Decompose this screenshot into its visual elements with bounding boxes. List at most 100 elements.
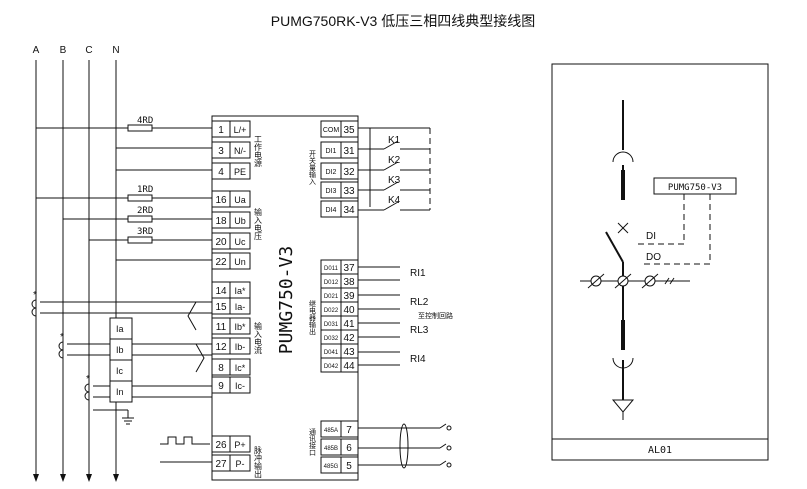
do-terminal-label: D031	[324, 322, 339, 328]
di-terminal-num-cell	[340, 200, 359, 218]
left-terminal-num: 8	[218, 363, 224, 374]
fuse-label-1rd: 1RD	[137, 185, 153, 195]
left-terminal-label-cell	[229, 211, 251, 229]
do-terminal-num: 43	[343, 347, 355, 358]
left-group-label: 输入电流	[254, 321, 263, 355]
key-k2: K2	[388, 155, 401, 166]
di-switches: K1 K2 K3 K4	[358, 127, 431, 211]
left-terminal-label-cell	[229, 358, 251, 376]
phase-label-a: A	[33, 45, 40, 56]
left-terminal-num: 4	[218, 167, 224, 178]
left-terminal-num: 11	[216, 322, 227, 333]
comm-lines	[358, 423, 452, 469]
comm-terminal-label: 485A	[324, 428, 338, 434]
left-terminal-label: PE	[234, 167, 246, 177]
comm-terminal-num-cell	[340, 438, 359, 456]
relay-label-1: RI1	[410, 268, 426, 279]
comm-terminal-num: 5	[346, 461, 352, 472]
comm-group-label: 通讯接口	[309, 427, 317, 456]
left-terminal-num: 22	[215, 257, 227, 268]
di-terminal-label: DI4	[326, 207, 337, 214]
do-terminal-label: D042	[324, 364, 339, 370]
left-terminal-label-cell	[229, 190, 251, 208]
do-terminal-label: D041	[324, 350, 339, 356]
ct-label-ib: Ib	[116, 345, 124, 355]
di-terminal-num: 31	[343, 146, 355, 157]
di-terminal-num: 35	[343, 125, 355, 136]
left-terminal-label: Ua	[234, 195, 246, 205]
left-terminal-num: 3	[218, 146, 224, 157]
left-terminal-label: Ic-	[235, 381, 245, 391]
panel-di: DI	[646, 231, 656, 242]
left-terminal-label: Ib-	[235, 342, 246, 352]
relay-lines: RI1 RL2 至控制回路 RL3 RI4	[358, 266, 453, 366]
left-terminal-num: 16	[215, 195, 227, 206]
svg-text:*: *	[60, 332, 64, 343]
left-terminal-num: 20	[215, 237, 227, 248]
key-k3: K3	[388, 175, 401, 186]
svg-text:*: *	[86, 374, 90, 385]
ct-label-in: In	[116, 387, 124, 397]
do-terminal-num: 44	[343, 361, 355, 372]
ct-label-box: Ia Ib Ic In	[109, 317, 133, 403]
di-terminal-label: DI1	[326, 148, 337, 155]
left-terminal-label: Ic*	[235, 363, 246, 373]
do-terminal-label: D021	[324, 294, 339, 300]
pulse-waveform	[160, 436, 210, 445]
left-group-label: 工作电源	[254, 135, 263, 168]
device-name: PUMG750-V3	[276, 246, 297, 354]
panel-footer: AL01	[648, 445, 672, 456]
left-group-label: 脉冲输出	[254, 445, 263, 479]
relay-note: 至控制回路	[418, 311, 453, 320]
di-terminal-num-cell	[340, 162, 359, 180]
left-terminal-label: Ia-	[235, 302, 246, 312]
left-terminal-num: 9	[218, 381, 224, 392]
comm-terminal-num-cell	[340, 420, 359, 438]
diagram-title: PUMG750RK-V3 低压三相四线典型接线图	[271, 13, 535, 29]
do-terminal-label: D012	[324, 280, 339, 286]
left-terminal-num: 1	[218, 125, 224, 136]
comm-terminal-num: 6	[346, 443, 352, 454]
comm-terminal-block: 485A 7 485B 6 485G 5 通讯接口	[309, 420, 359, 474]
di-terminal-label: DI3	[326, 188, 337, 195]
do-terminal-label: D022	[324, 308, 339, 314]
fuse-group: 4RD 1RD 2RD 3RD	[127, 116, 153, 244]
left-group-label: 输入电压	[254, 207, 263, 241]
di-group-label: 开关量输入	[309, 150, 317, 185]
do-terminal-label: D032	[324, 336, 339, 342]
left-terminal-num: 14	[215, 286, 227, 297]
key-k1: K1	[388, 135, 401, 146]
left-terminal-num: 18	[215, 216, 227, 227]
comm-terminal-num: 7	[346, 425, 352, 436]
di-terminal-label: DI2	[326, 169, 337, 176]
left-terminal-label-cell	[229, 337, 251, 355]
left-terminal-label-cell	[229, 162, 251, 180]
bus-connections	[36, 127, 212, 261]
do-group-label: 继电器输出	[309, 299, 317, 336]
comm-terminal-label: 485G	[324, 464, 339, 470]
do-terminal-num: 38	[343, 277, 355, 288]
left-terminal-label-cell	[229, 297, 251, 315]
di-terminal-num-cell	[340, 141, 359, 159]
di-terminal-label: COM	[323, 127, 340, 134]
left-terminal-label: Un	[234, 257, 246, 267]
relay-label-2: RL2	[410, 297, 429, 308]
key-k4: K4	[388, 195, 401, 206]
left-terminal-label-cell	[229, 376, 251, 394]
left-terminal-label: L/+	[234, 125, 247, 135]
left-terminal-label-cell	[229, 120, 251, 138]
comm-terminal-label: 485B	[324, 446, 338, 452]
do-terminal-num: 40	[343, 305, 355, 316]
di-terminal-num: 32	[343, 167, 355, 178]
left-terminal-label-cell	[229, 454, 251, 472]
left-terminal-label: N/-	[234, 146, 246, 156]
fuse-label-2rd: 2RD	[137, 206, 153, 216]
panel-do: DO	[646, 252, 661, 263]
do-terminal-num: 39	[343, 291, 355, 302]
left-terminal-num: 12	[215, 342, 227, 353]
do-terminal-label: D011	[324, 266, 339, 272]
